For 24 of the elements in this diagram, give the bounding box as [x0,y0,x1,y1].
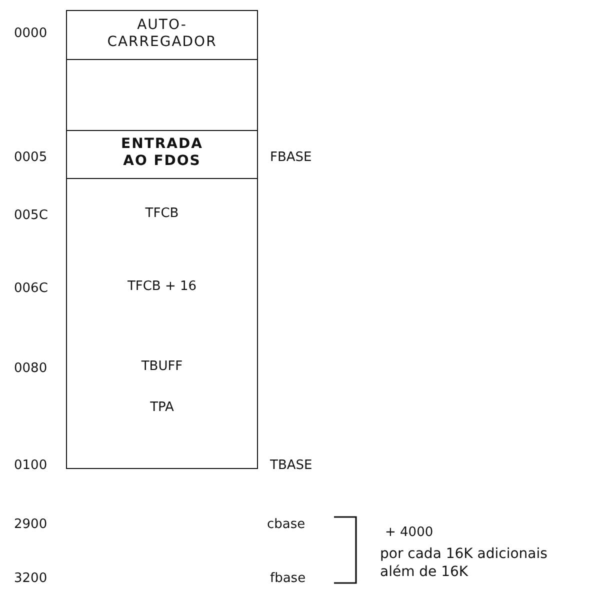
pointer-label: cbase [267,517,306,532]
address-label: 3200 [14,571,48,586]
pointer-label: TBASE [270,458,312,473]
empty-memory-region [66,58,258,131]
offset-note: + 4000 [385,525,434,540]
pointer-label: FBASE [270,150,312,165]
offset-note: por cada 16K adicionais além de 16K [380,545,548,581]
memory-region [66,10,258,60]
address-label: 006C [14,281,48,296]
address-label: 2900 [14,517,48,532]
region-label: ENTRADA AO FDOS [120,136,204,170]
region-label: TFCB + 16 [126,279,198,294]
memory-region [66,178,258,469]
address-label: 0100 [14,458,48,473]
region-label: TPA [149,400,175,415]
region-label: TFCB [144,206,180,221]
address-label: 005C [14,208,48,223]
address-label: 0080 [14,361,48,376]
pointer-label: fbase [270,571,306,586]
memory-region [66,130,258,179]
address-label: 0005 [14,150,48,165]
region-label: AUTO- CARREGADOR [106,17,218,51]
region-label: TBUFF [140,359,184,374]
address-label: 0000 [14,26,48,41]
